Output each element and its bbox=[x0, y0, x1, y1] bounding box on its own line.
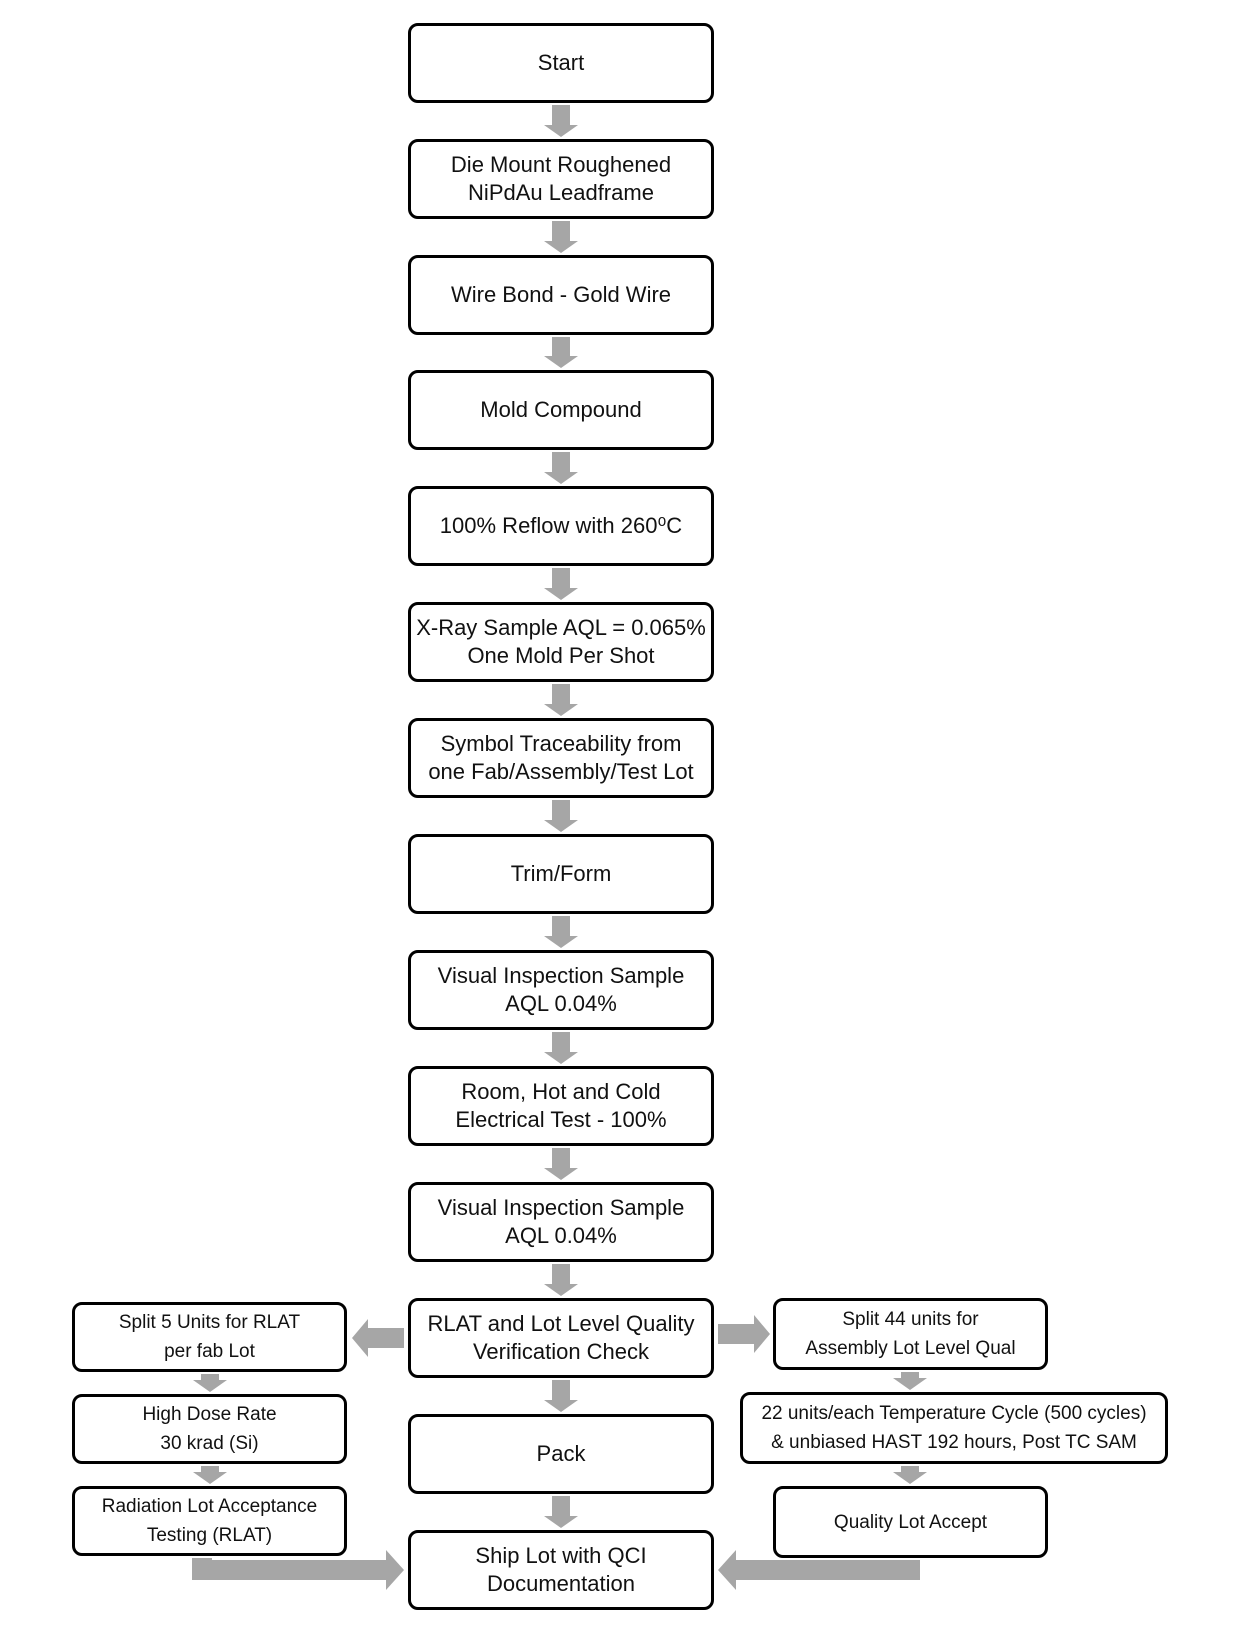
step-rlat-check: RLAT and Lot Level Quality Verification … bbox=[408, 1298, 714, 1378]
step-pack: Pack bbox=[408, 1414, 714, 1494]
main-flow-arrow-11 bbox=[544, 1264, 578, 1296]
step-reflow-label: 100% Reflow with 260⁰C bbox=[439, 513, 683, 538]
split-right-arrow bbox=[718, 1315, 770, 1353]
step-start-label: Start bbox=[537, 50, 585, 75]
step-ship-lot: Ship Lot with QCI Documentation bbox=[408, 1530, 714, 1610]
main-flow-arrow-8 bbox=[544, 916, 578, 948]
step-rlat-check-label: RLAT and Lot Level Quality Verification … bbox=[427, 1311, 695, 1364]
split-left-arrow bbox=[352, 1319, 404, 1357]
step-split-assembly-qual-label: Split 44 units for Assembly Lot Level Qu… bbox=[805, 1309, 1016, 1359]
main-flow-arrow-4 bbox=[544, 452, 578, 484]
left-merge-arrow bbox=[192, 1550, 404, 1590]
step-die-mount: Die Mount Roughened NiPdAu Leadframe bbox=[408, 139, 714, 219]
main-flow-arrow-1 bbox=[544, 105, 578, 137]
step-split-assembly-qual: Split 44 units for Assembly Lot Level Qu… bbox=[773, 1298, 1048, 1370]
step-temperature-cycle-hast-label: 22 units/each Temperature Cycle (500 cyc… bbox=[761, 1403, 1147, 1453]
step-visual-inspection-1: Visual Inspection Sample AQL 0.04% bbox=[408, 950, 714, 1030]
step-trim-form: Trim/Form bbox=[408, 834, 714, 914]
step-wire-bond: Wire Bond - Gold Wire bbox=[408, 255, 714, 335]
step-symbol-traceability-label: Symbol Traceability from one Fab/Assembl… bbox=[428, 731, 694, 784]
step-temperature-cycle-hast: 22 units/each Temperature Cycle (500 cyc… bbox=[740, 1392, 1168, 1464]
step-split-rlat-label: Split 5 Units for RLAT per fab Lot bbox=[118, 1312, 301, 1362]
step-start: Start bbox=[408, 23, 714, 103]
step-quality-lot-accept-label: Quality Lot Accept bbox=[833, 1511, 988, 1533]
step-visual-inspection-2: Visual Inspection Sample AQL 0.04% bbox=[408, 1182, 714, 1262]
right-branch-arrow-1 bbox=[893, 1372, 927, 1390]
main-flow-arrow-5 bbox=[544, 568, 578, 600]
left-branch-arrow-2 bbox=[193, 1466, 227, 1484]
step-trim-form-label: Trim/Form bbox=[510, 861, 612, 886]
step-radiation-lot-acceptance: Radiation Lot Acceptance Testing (RLAT) bbox=[72, 1486, 347, 1556]
main-flow-arrow-2 bbox=[544, 221, 578, 253]
step-ship-lot-label: Ship Lot with QCI Documentation bbox=[475, 1543, 647, 1596]
step-visual-inspection-1-label: Visual Inspection Sample AQL 0.04% bbox=[437, 963, 685, 1016]
step-electrical-test: Room, Hot and Cold Electrical Test - 100… bbox=[408, 1066, 714, 1146]
step-symbol-traceability: Symbol Traceability from one Fab/Assembl… bbox=[408, 718, 714, 798]
step-high-dose-rate-label: High Dose Rate 30 krad (Si) bbox=[142, 1404, 277, 1454]
main-flow-arrow-12 bbox=[544, 1380, 578, 1412]
step-reflow: 100% Reflow with 260⁰C bbox=[408, 486, 714, 566]
step-wire-bond-label: Wire Bond - Gold Wire bbox=[450, 282, 672, 307]
step-mold-compound: Mold Compound bbox=[408, 370, 714, 450]
step-visual-inspection-2-label: Visual Inspection Sample AQL 0.04% bbox=[437, 1195, 685, 1248]
main-flow-arrow-10 bbox=[544, 1148, 578, 1180]
step-radiation-lot-acceptance-label: Radiation Lot Acceptance Testing (RLAT) bbox=[101, 1496, 318, 1546]
step-electrical-test-label: Room, Hot and Cold Electrical Test - 100… bbox=[455, 1079, 667, 1132]
step-quality-lot-accept: Quality Lot Accept bbox=[773, 1486, 1048, 1558]
left-branch-arrow-1 bbox=[193, 1374, 227, 1392]
main-flow-arrow-9 bbox=[544, 1032, 578, 1064]
main-flow-arrow-7 bbox=[544, 800, 578, 832]
main-flow-arrow-6 bbox=[544, 684, 578, 716]
main-flow-arrow-3 bbox=[544, 337, 578, 368]
step-die-mount-label: Die Mount Roughened NiPdAu Leadframe bbox=[450, 152, 672, 205]
main-flow-arrow-13 bbox=[544, 1496, 578, 1528]
step-xray-sample-label: X-Ray Sample AQL = 0.065% One Mold Per S… bbox=[416, 615, 706, 668]
step-split-rlat: Split 5 Units for RLAT per fab Lot bbox=[72, 1302, 347, 1372]
step-mold-compound-label: Mold Compound bbox=[480, 397, 642, 422]
step-pack-label: Pack bbox=[536, 1441, 586, 1466]
right-merge-arrow bbox=[718, 1550, 920, 1590]
step-high-dose-rate: High Dose Rate 30 krad (Si) bbox=[72, 1394, 347, 1464]
right-branch-arrow-2 bbox=[893, 1466, 927, 1484]
step-xray-sample: X-Ray Sample AQL = 0.065% One Mold Per S… bbox=[408, 602, 714, 682]
